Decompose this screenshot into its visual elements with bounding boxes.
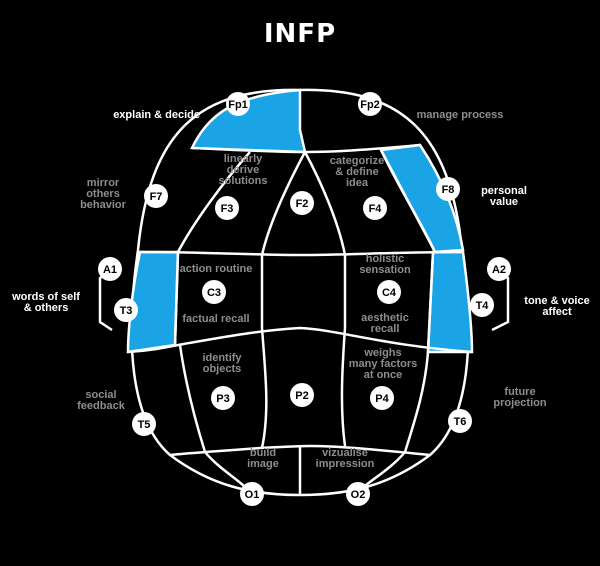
label-t3-2: & others — [24, 302, 69, 314]
svg-text:F3: F3 — [221, 203, 234, 215]
label-f4-1: categorize — [330, 155, 384, 167]
label-f3-3: solutions — [219, 175, 268, 187]
node-f7[interactable]: F7 — [144, 184, 168, 208]
label-f7-3: behavior — [80, 199, 127, 211]
label-f7-1: mirror — [87, 177, 120, 189]
svg-text:F4: F4 — [369, 203, 383, 215]
label-p4-3: at once — [364, 369, 403, 381]
electrode-nodes: Fp1 Fp2 F7 F8 F3 F4 F2 A1 — [98, 92, 511, 506]
label-o1-1: build — [250, 447, 276, 459]
svg-text:F7: F7 — [150, 191, 163, 203]
page-title: INFP — [264, 19, 336, 49]
label-p4-1: weighs — [363, 347, 401, 359]
svg-text:A1: A1 — [103, 264, 117, 276]
node-f8[interactable]: F8 — [436, 177, 460, 201]
node-p2[interactable]: P2 — [290, 383, 314, 407]
svg-text:Fp1: Fp1 — [228, 99, 248, 111]
label-f8-2: value — [490, 196, 518, 208]
node-fp1[interactable]: Fp1 — [226, 92, 250, 116]
label-o2-2: impression — [316, 458, 375, 470]
label-t4-1: tone & voice — [524, 295, 589, 307]
label-p3-1: identify — [202, 352, 242, 364]
label-f7-2: others — [86, 188, 120, 200]
node-o1[interactable]: O1 — [240, 482, 264, 506]
node-t4[interactable]: T4 — [470, 293, 494, 317]
label-fp2: manage process — [417, 109, 504, 121]
node-p3[interactable]: P3 — [211, 386, 235, 410]
node-t5[interactable]: T5 — [132, 412, 156, 436]
label-c4-top-1: holistic — [366, 253, 405, 265]
label-o2-1: vizualise — [322, 447, 368, 459]
label-p3-2: objects — [203, 363, 242, 375]
svg-text:C4: C4 — [382, 287, 397, 299]
node-f4[interactable]: F4 — [363, 196, 387, 220]
node-c3[interactable]: C3 — [202, 280, 226, 304]
label-c3-top: action routine — [180, 263, 253, 275]
highlighted-regions — [126, 88, 474, 354]
label-t3-1: words of self — [11, 291, 80, 303]
label-c4-bottom-1: aesthetic — [361, 312, 409, 324]
node-c4[interactable]: C4 — [377, 280, 401, 304]
node-f3[interactable]: F3 — [215, 196, 239, 220]
svg-text:Fp2: Fp2 — [360, 99, 380, 111]
node-f2[interactable]: F2 — [290, 191, 314, 215]
node-t6[interactable]: T6 — [448, 409, 472, 433]
label-fp1: explain & decide — [113, 109, 200, 121]
label-t6-2: projection — [493, 397, 546, 409]
svg-text:F8: F8 — [442, 184, 455, 196]
svg-text:O2: O2 — [351, 489, 366, 501]
svg-text:T6: T6 — [454, 416, 467, 428]
label-f3-2: derive — [227, 164, 259, 176]
svg-text:O1: O1 — [245, 489, 260, 501]
label-c4-bottom-2: recall — [371, 323, 400, 335]
svg-text:P4: P4 — [375, 393, 389, 405]
label-c4-top-2: sensation — [359, 264, 411, 276]
label-t4-2: affect — [542, 306, 572, 318]
label-o1-2: image — [247, 458, 279, 470]
node-o2[interactable]: O2 — [346, 482, 370, 506]
region-t4 — [426, 250, 474, 354]
svg-text:T5: T5 — [138, 419, 151, 431]
node-t3[interactable]: T3 — [114, 298, 138, 322]
electrode-labels: explain & decide manage process mirror o… — [11, 109, 590, 470]
svg-text:T4: T4 — [476, 300, 490, 312]
label-t5-2: feedback — [77, 400, 126, 412]
label-c3-bottom: factual recall — [182, 313, 249, 325]
node-a2[interactable]: A2 — [487, 257, 511, 281]
label-f3-1: linearly — [224, 153, 263, 165]
svg-text:A2: A2 — [492, 264, 506, 276]
label-f4-2: & define — [335, 166, 378, 178]
node-fp2[interactable]: Fp2 — [358, 92, 382, 116]
label-t6-1: future — [504, 386, 535, 398]
label-t5-1: social — [85, 389, 116, 401]
svg-text:P2: P2 — [295, 390, 308, 402]
node-a1[interactable]: A1 — [98, 257, 122, 281]
svg-text:F2: F2 — [296, 198, 309, 210]
region-dividers — [127, 143, 473, 495]
node-p4[interactable]: P4 — [370, 386, 394, 410]
label-f4-3: idea — [346, 177, 369, 189]
svg-text:C3: C3 — [207, 287, 221, 299]
label-f8-1: personal — [481, 185, 527, 197]
svg-text:P3: P3 — [216, 393, 229, 405]
label-p4-2: many factors — [349, 358, 417, 370]
svg-text:T3: T3 — [120, 305, 133, 317]
